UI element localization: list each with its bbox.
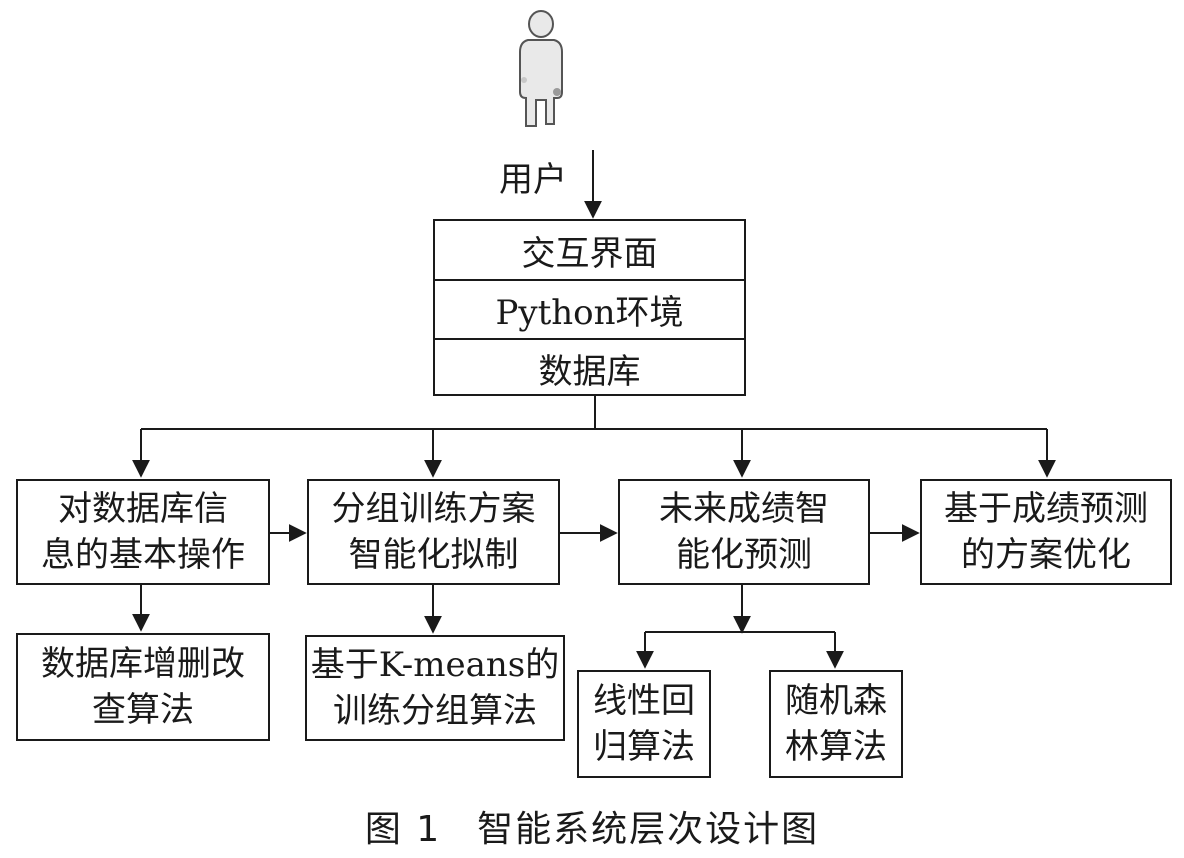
module-optimization: 基于成绩预测的方案优化: [920, 479, 1172, 585]
algorithm-kmeans-line1: 基于K-means的: [310, 645, 560, 685]
stack-layer-interface: 交互界面: [521, 233, 658, 274]
figure-number: 图 1: [364, 809, 442, 850]
module-crud-line2: 息的基本操作: [41, 535, 245, 575]
module-grouping-line2: 智能化拟制: [348, 535, 519, 575]
module-prediction-line2: 能化预测: [676, 535, 812, 575]
user-figure-icon: [519, 10, 563, 127]
system-stack: 交互界面 Python环境 数据库: [433, 219, 746, 396]
algorithm-linear-line2: 归算法: [593, 727, 695, 767]
algorithm-forest-line2: 林算法: [785, 727, 887, 767]
algorithm-random-forest: 随机森林算法: [769, 670, 903, 778]
stack-divider: [435, 279, 744, 281]
user-label: 用户: [499, 160, 567, 200]
algorithm-linear-regression: 线性回归算法: [577, 670, 711, 778]
stack-layer-database: 数据库: [538, 351, 641, 392]
algorithm-crud-line1: 数据库增删改: [41, 644, 245, 684]
module-optimization-line1: 基于成绩预测: [944, 489, 1148, 529]
module-crud-line1: 对数据库信: [58, 489, 228, 529]
figure-title: 智能系统层次设计图: [477, 809, 820, 850]
module-crud: 对数据库信息的基本操作: [16, 479, 270, 585]
algorithm-linear-line1: 线性回: [593, 681, 695, 721]
algorithm-kmeans-line2: 训练分组算法: [333, 691, 537, 731]
algorithm-forest-line1: 随机森: [785, 681, 887, 721]
module-prediction-line1: 未来成绩智: [659, 489, 829, 529]
algorithm-kmeans: 基于K-means的训练分组算法: [305, 635, 565, 741]
stack-divider: [435, 338, 744, 340]
algorithm-crud-line2: 查算法: [92, 690, 194, 730]
figure-caption: 图 1 智能系统层次设计图: [0, 800, 1184, 852]
algorithm-crud: 数据库增删改查算法: [16, 633, 270, 741]
module-grouping-line1: 分组训练方案: [331, 489, 536, 529]
module-optimization-line2: 的方案优化: [961, 535, 1131, 575]
module-prediction: 未来成绩智能化预测: [618, 479, 870, 585]
stack-layer-python: Python环境: [495, 292, 684, 333]
module-grouping: 分组训练方案智能化拟制: [307, 479, 560, 585]
